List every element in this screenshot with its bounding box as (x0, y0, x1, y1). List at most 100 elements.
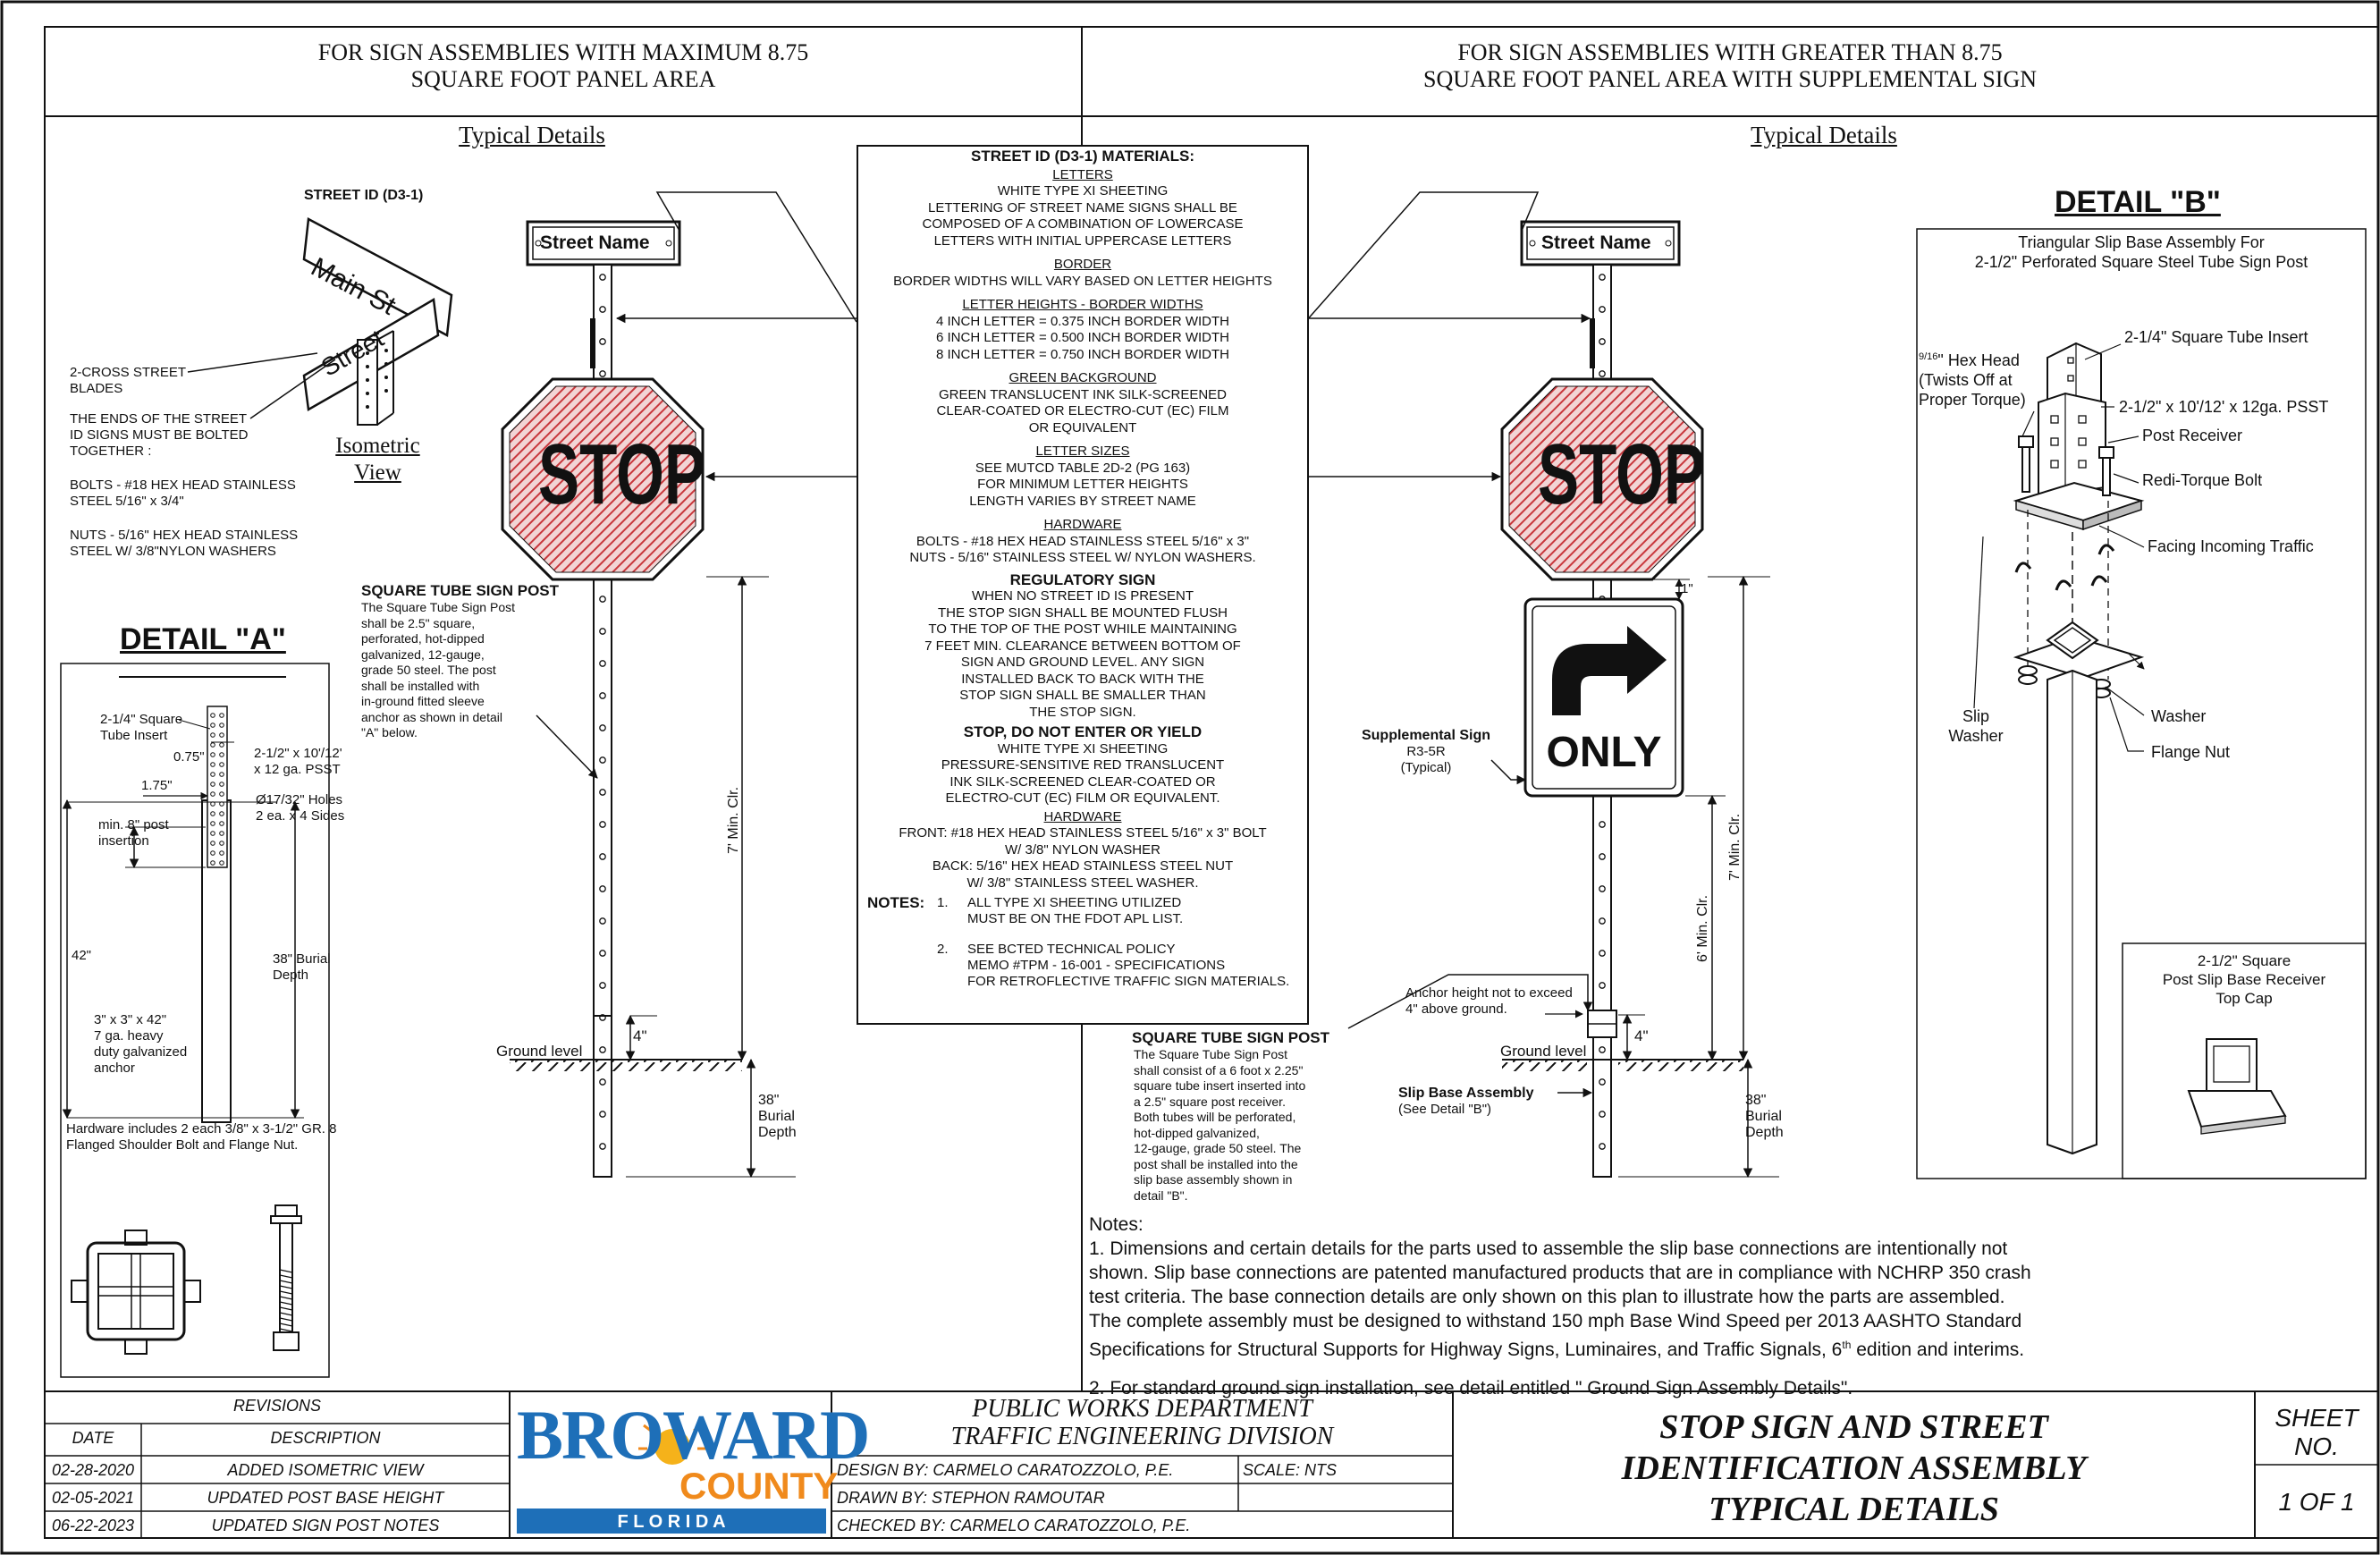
right-typical-details: Typical Details (1751, 122, 1897, 148)
right-stop-sign: STOP (1538, 427, 1705, 522)
left-sign-assembly (501, 191, 857, 1179)
revisions-header: REVISIONS (232, 1397, 322, 1415)
materials-line: THE STOP SIGN. (1029, 704, 1136, 720)
materials-section-head: GREEN BACKGROUND (1009, 370, 1157, 385)
materials-line: 6 INCH LETTER = 0.500 INCH BORDER WIDTH (936, 330, 1229, 345)
materials-section-head: LETTER SIZES (1035, 444, 1130, 459)
drawn-by: DRAWN BY: STEPHON RAMOUTAR (837, 1489, 1105, 1507)
logo-county: COUNTY (679, 1465, 839, 1507)
logo-broward: BROWARD (517, 1396, 870, 1474)
left-panel-title: FOR SIGN ASSEMBLIES WITH MAXIMUM 8.75 SQ… (317, 39, 809, 92)
post-perforation (1599, 821, 1606, 828)
post-perforation (1599, 950, 1606, 957)
post-perforation (599, 885, 606, 892)
post-perforation (1599, 306, 1606, 313)
checked-by: CHECKED BY: CARMELO CARATOZZOLO, P.E. (837, 1517, 1191, 1534)
post-perforation (1599, 1143, 1606, 1150)
detail-b-drawing (1916, 228, 2367, 1179)
right-panel-title: FOR SIGN ASSEMBLIES WITH GREATER THAN 8.… (1422, 39, 2038, 92)
right-min-clearance-7: 7' Min. Clr. (1727, 813, 1743, 881)
materials-line: NUTS - 5/16" STAINLESS STEEL W/ NYLON WA… (909, 550, 1256, 565)
insert-perforation (210, 742, 215, 748)
materials-line: COMPOSED OF A COMBINATION OF LOWERCASE (922, 216, 1244, 232)
post-perforation (599, 1143, 606, 1150)
right-post-title: SQUARE TUBE SIGN POST (1132, 1029, 1330, 1046)
materials-line: 7 FEET MIN. CLEARANCE BETWEEN BOTTOM OF (924, 638, 1241, 654)
insert-perforation (219, 821, 224, 826)
insert-perforation (219, 713, 224, 718)
bolt-thread (279, 1328, 293, 1332)
rev-date-header: DATE (72, 1429, 114, 1447)
post-perforation (1599, 917, 1606, 925)
materials-line: LENGTH VARIES BY STREET NAME (969, 493, 1196, 509)
post-perforation (599, 789, 606, 796)
bolt-thread (279, 1290, 293, 1295)
insert-perforation (210, 821, 215, 826)
detail-b-title: DETAIL "B" (2055, 185, 2221, 219)
detail-b-hex-head: 9/16" Hex Head (Twists Off at Proper Tor… (1919, 351, 2026, 409)
bolt-thread (279, 1296, 293, 1300)
post-perforation (599, 306, 606, 313)
materials-section-head: LETTERS (1052, 166, 1113, 182)
post-perforation (1599, 885, 1606, 892)
insert-perforation (219, 742, 224, 748)
materials-line: W/ 3/8" STAINLESS STEEL WASHER. (966, 875, 1199, 891)
insert-perforation (219, 811, 224, 816)
insert-perforation (219, 850, 224, 856)
insert-perforation (210, 732, 215, 738)
right-street-name-sign: Street Name (1541, 232, 1651, 253)
post-perforation (599, 370, 606, 377)
post-perforation (599, 628, 606, 635)
post-perforation (1599, 1111, 1606, 1118)
scale-nts: SCALE: NTS (1243, 1461, 1338, 1479)
post-perforation (599, 724, 606, 731)
insert-perforation (210, 752, 215, 757)
bolt-thread (279, 1280, 293, 1284)
insert-perforation (219, 831, 224, 836)
materials-section-head: HARDWARE (1043, 517, 1122, 532)
revision-description: UPDATED POST BASE HEIGHT (207, 1489, 444, 1507)
post-perforation (599, 756, 606, 764)
left-dim-4: 4" (633, 1027, 647, 1044)
left-post-title: SQUARE TUBE SIGN POST (361, 582, 560, 599)
insert-perforation (210, 811, 215, 816)
materials-line: FOR MINIMUM LETTER HEIGHTS (977, 477, 1188, 492)
right-dim-1: 1" (1681, 581, 1693, 596)
revision-date: 06-22-2023 (51, 1517, 135, 1534)
insert-perforation (210, 791, 215, 797)
insert-perforation (210, 850, 215, 856)
insert-perforation (210, 772, 215, 777)
materials-line: PRESSURE-SENSITIVE RED TRANSLUCENT (941, 757, 1225, 773)
post-perforation (599, 596, 606, 603)
materials-line: ELECTRO-CUT (EC) FILM OR EQUIVALENT. (945, 790, 1220, 806)
detail-b-tube-insert: 2-1/4" Square Tube Insert (2124, 328, 2308, 346)
detail-a-hardware: Hardware includes 2 each 3/8" x 3-1/2" G… (66, 1121, 337, 1153)
post-perforation (1599, 982, 1606, 989)
right-ground-level: Ground level (1500, 1043, 1587, 1060)
materials-line: TO THE TOP OF THE POST WHILE MAINTAINING (928, 621, 1237, 637)
detail-b-psst: 2-1/2" x 10'/12' x 12ga. PSST (2119, 398, 2329, 416)
post-perforation (599, 1014, 606, 1021)
slip-base-label: Slip Base Assembly (See Detail "B") (1398, 1086, 1534, 1117)
materials-line: WHEN NO STREET ID IS PRESENT (971, 588, 1194, 604)
detail-b-redi-torque: Redi-Torque Bolt (2142, 471, 2263, 489)
insert-perforation (219, 732, 224, 738)
street-id-label: STREET ID (D3-1) (304, 188, 424, 203)
detail-a-dim-42: 42" (72, 948, 92, 963)
materials-line: THE STOP SIGN SHALL BE MOUNTED FLUSH (938, 604, 1228, 621)
detail-a-title: DETAIL "A" (120, 622, 286, 656)
post-perforation (599, 338, 606, 345)
right-min-clearance-6: 6' Min. Clr. (1695, 894, 1710, 962)
